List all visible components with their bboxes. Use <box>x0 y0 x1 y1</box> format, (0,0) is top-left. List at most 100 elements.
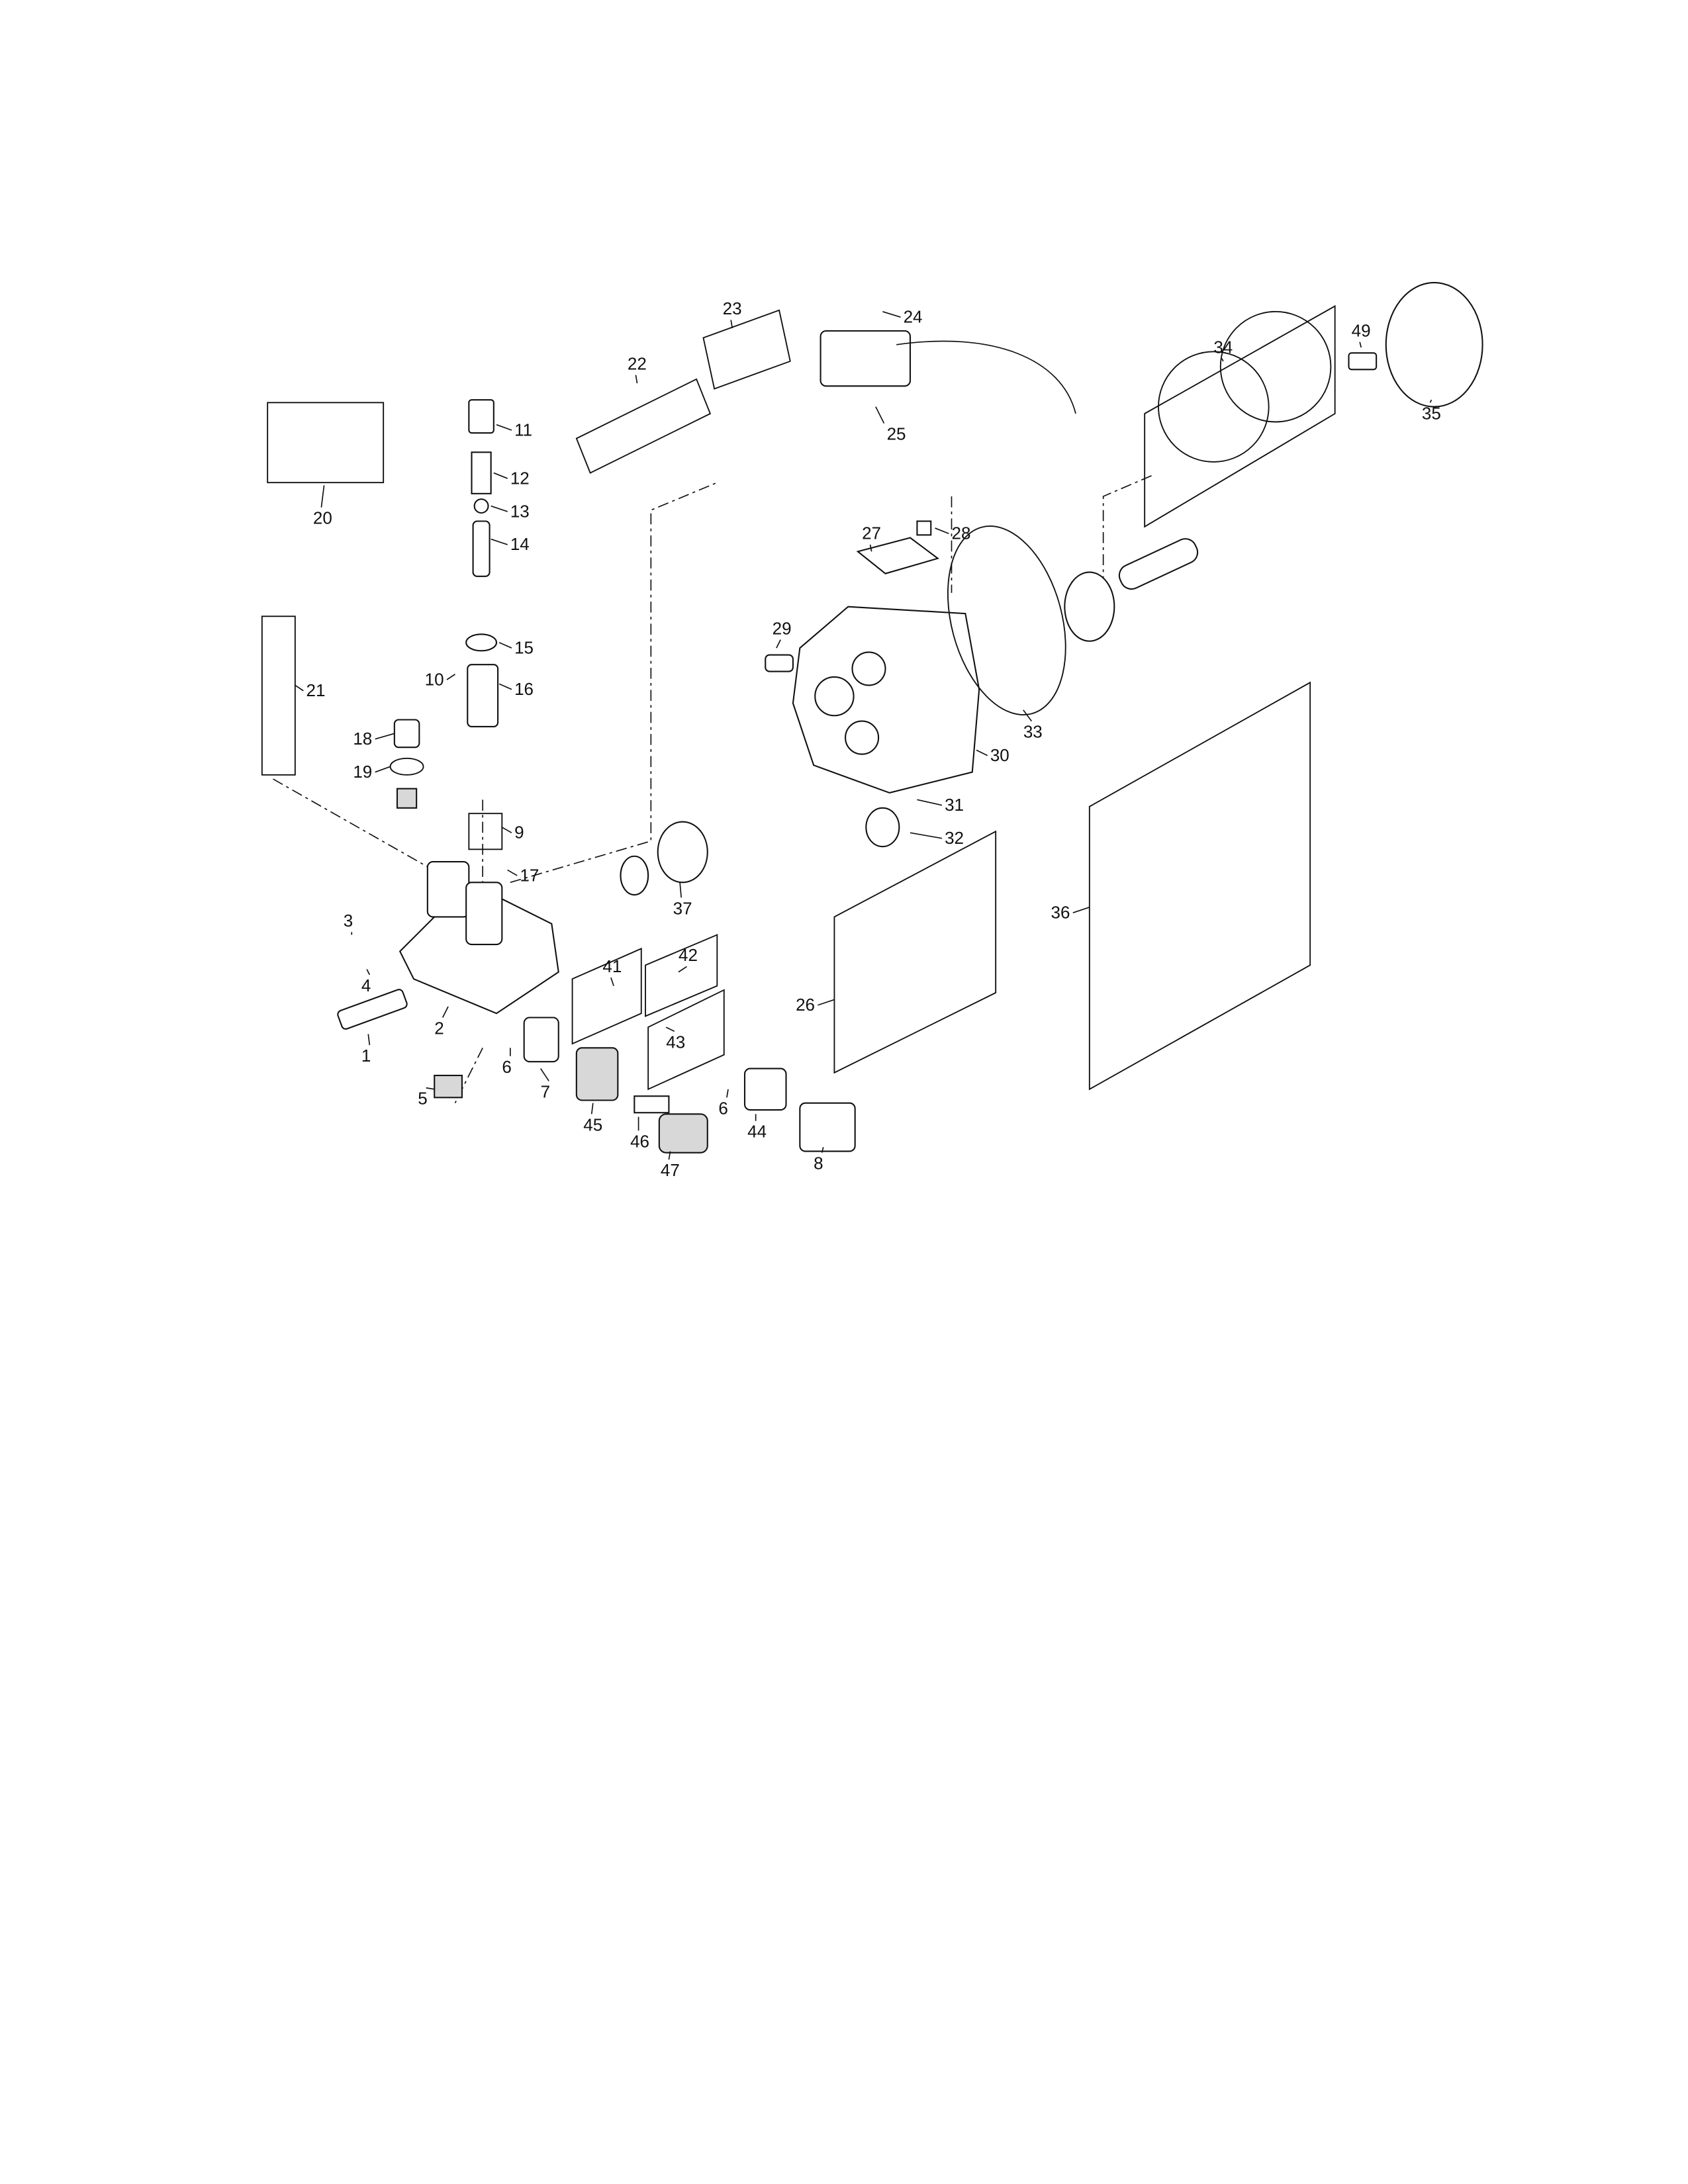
leader-line <box>776 639 781 649</box>
sensor-25 <box>820 330 912 387</box>
part-label-44: 44 <box>747 1122 767 1142</box>
crankcase-30 <box>792 606 980 794</box>
leader-line <box>679 882 682 898</box>
part-label-1: 1 <box>361 1046 371 1066</box>
plug-32 <box>865 807 900 848</box>
part-label-42: 42 <box>679 945 698 965</box>
leader-line <box>668 1151 671 1160</box>
part-label-36: 36 <box>1051 903 1070 923</box>
leader-line <box>976 749 988 756</box>
cover-35 <box>1385 282 1483 408</box>
part-label-45: 45 <box>583 1115 602 1134</box>
leader-line <box>1359 341 1362 348</box>
kit-box-43 <box>647 989 725 1091</box>
part-label-41: 41 <box>602 956 622 976</box>
leader-line <box>366 969 371 976</box>
part-label-29: 29 <box>773 618 792 638</box>
leader-line <box>818 999 835 1006</box>
part-label-8: 8 <box>814 1154 823 1173</box>
kit-box-34 <box>1144 304 1336 528</box>
part-label-19: 19 <box>353 762 372 782</box>
leader-line <box>501 827 512 834</box>
part-label-35: 35 <box>1422 403 1441 423</box>
leader-line <box>491 538 508 545</box>
spring-12 <box>471 451 492 494</box>
part-label-32: 32 <box>945 828 964 848</box>
part-label-6: 6 <box>718 1098 727 1118</box>
part-label-18: 18 <box>353 729 372 749</box>
leader-line <box>375 766 391 773</box>
part-labels: 1112131415161020211819917342167545464741… <box>295 298 1441 1180</box>
leader-line <box>1221 358 1224 362</box>
leader-line <box>1023 709 1033 722</box>
part-label-26: 26 <box>796 995 815 1015</box>
part-label-20: 20 <box>313 508 332 528</box>
part-label-17: 17 <box>520 865 539 885</box>
part-label-37: 37 <box>673 898 692 918</box>
leader-line <box>610 977 614 986</box>
part-label-14: 14 <box>510 534 530 554</box>
part-label-46: 46 <box>630 1131 649 1151</box>
leader-line <box>821 1147 824 1153</box>
part-label-21: 21 <box>306 680 326 700</box>
part-label-6: 6 <box>502 1057 511 1077</box>
part-label-7: 7 <box>541 1081 550 1101</box>
stem-14 <box>472 520 491 577</box>
kit-box-42 <box>645 934 718 1017</box>
leader-line <box>426 1087 435 1090</box>
leader-line <box>730 320 733 328</box>
part-label-31: 31 <box>945 795 964 815</box>
part-label-43: 43 <box>666 1032 685 1052</box>
kit-box-41 <box>571 947 642 1045</box>
part-label-10: 10 <box>425 669 444 689</box>
part-label-5: 5 <box>418 1089 427 1109</box>
part-label-15: 15 <box>514 637 534 657</box>
leader-line <box>320 485 325 508</box>
leader-line <box>665 1026 675 1032</box>
leader-line <box>590 1103 594 1115</box>
part-label-22: 22 <box>628 353 647 373</box>
leader-line <box>910 832 943 839</box>
leader-line <box>875 406 885 424</box>
o-ring-33 <box>947 525 1066 715</box>
parts <box>337 282 1483 1154</box>
leader-line <box>442 1006 449 1018</box>
kit-box-21 <box>261 615 296 776</box>
part-label-23: 23 <box>723 298 742 318</box>
leader-line <box>446 674 455 680</box>
leader-line <box>678 966 687 973</box>
kit-box-9 <box>468 813 503 850</box>
leader-line <box>935 527 949 535</box>
leader-line <box>507 869 518 876</box>
part-label-13: 13 <box>510 501 530 521</box>
part-label-30: 30 <box>990 745 1009 765</box>
leader-line <box>917 799 943 806</box>
leader-line <box>375 733 395 740</box>
part-label-2: 2 <box>434 1019 444 1038</box>
group-boxes <box>261 304 1336 1091</box>
part-label-11: 11 <box>514 420 532 439</box>
leader-line <box>869 544 872 552</box>
leader-line <box>726 1089 729 1098</box>
spring-part <box>1064 571 1115 642</box>
part-label-12: 12 <box>510 468 530 488</box>
part-label-16: 16 <box>514 679 534 699</box>
leader-line <box>493 472 508 479</box>
part-label-9: 9 <box>514 823 524 842</box>
part-label-4: 4 <box>361 976 371 995</box>
kit-box-26 <box>833 830 997 1074</box>
valve-16 <box>467 664 499 727</box>
kit-box-23 <box>702 309 791 390</box>
kit-box-20 <box>267 402 385 484</box>
leader-line <box>496 424 512 431</box>
kit-box-36 <box>1088 681 1311 1091</box>
part-label-47: 47 <box>661 1160 680 1180</box>
part-label-27: 27 <box>862 523 881 543</box>
leader-line <box>635 375 638 384</box>
kit-box-22 <box>575 378 712 474</box>
part-label-49: 49 <box>1352 320 1371 340</box>
leader-line <box>498 642 512 649</box>
leader-line <box>295 684 304 692</box>
part-label-24: 24 <box>904 307 923 327</box>
